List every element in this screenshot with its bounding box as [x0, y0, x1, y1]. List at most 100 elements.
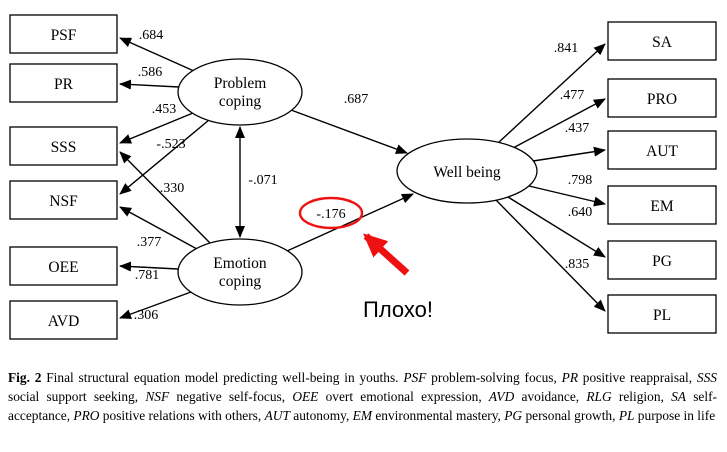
caption-segment: RLG: [586, 389, 612, 405]
caption-segment: NSF: [145, 389, 170, 405]
pro-label: PRO: [647, 91, 677, 108]
coef-emotion-oee: .781: [135, 268, 160, 283]
caption-segment: AUT: [264, 408, 290, 424]
box-oee: OEE: [9, 246, 118, 286]
caption-segment: PG: [504, 408, 523, 424]
coef-problem-wellbeing: .687: [344, 92, 369, 107]
arrow-problem-to-wellbeing: [290, 109, 408, 154]
coef-wellbeing-em: .798: [568, 173, 593, 188]
box-nsf: NSF: [9, 180, 118, 220]
coef-emotion-nsf: .377: [137, 235, 162, 250]
coef-wellbeing-pg: .640: [568, 205, 593, 220]
coef-wellbeing-aut: .437: [565, 121, 590, 136]
avd-label: AVD: [48, 313, 80, 330]
coef-wellbeing-pl: .835: [565, 257, 590, 272]
caption-segment: self-acceptance,: [8, 389, 717, 424]
coef-problem-nsf: -.523: [156, 137, 185, 152]
coef-emotion-avd: .306: [134, 308, 159, 323]
coef-wellbeing-sa: .841: [554, 41, 579, 56]
sa-box: [607, 21, 717, 61]
caption-segment: avoidance,: [514, 389, 587, 405]
em-box: [607, 185, 717, 225]
arrow-emotion-to-avd: [119, 291, 192, 319]
problem-coping-label-line1: Problem: [214, 75, 267, 92]
arrow-wellbeing-to-pl: [495, 199, 606, 312]
oee-label: OEE: [48, 259, 78, 276]
arrow-problem-to-pr: [119, 79, 180, 90]
caption-segment: problem-solving focus,: [426, 370, 562, 385]
caption-segment: SSS: [696, 370, 717, 385]
coef-wellbeing-pro: .477: [560, 88, 585, 103]
aut-label: AUT: [646, 143, 678, 160]
box-pr: PR: [9, 63, 118, 103]
figure-panel: PSF PR SSS NSF OEE AVD SA PRO AUT EM PG: [9, 14, 717, 340]
caption-segment: social support seeking,: [8, 389, 146, 405]
annotation-highlight-ellipse: [298, 196, 364, 230]
caption-segment: negative self-focus,: [169, 389, 293, 405]
oee-box: [9, 246, 118, 286]
box-pro: PRO: [607, 78, 717, 118]
arrow-problem-to-nsf: [119, 119, 210, 195]
aut-box: [607, 130, 717, 170]
pr-label: PR: [54, 76, 74, 93]
arrow-wellbeing-to-em: [528, 185, 606, 207]
caption-segment: SA: [671, 389, 686, 405]
arrow-emotion-to-wellbeing: [286, 193, 414, 252]
arrow-problem-to-sss: [119, 112, 194, 144]
well-being-label: Well being: [433, 164, 500, 181]
sa-label: SA: [652, 34, 673, 51]
caption-segment: purpose in life: [634, 408, 716, 424]
coef-problem-emotion-covariance: -.071: [248, 173, 277, 188]
pro-box: [607, 78, 717, 118]
pl-label: PL: [653, 307, 671, 324]
box-psf: PSF: [9, 14, 118, 54]
caption-segment: Final structural equation model predicti…: [41, 370, 404, 385]
well-being-ellipse: [396, 138, 538, 204]
emotion-coping-label-line1: Emotion: [213, 255, 267, 272]
box-avd: AVD: [9, 300, 118, 340]
box-pg: PG: [607, 240, 717, 280]
pg-label: PG: [652, 253, 672, 270]
caption-segment: positive reappraisal,: [578, 370, 697, 385]
box-sss: SSS: [9, 126, 118, 166]
caption-segment: Fig. 2: [8, 370, 42, 385]
annotation-overlay: Плохо!: [298, 196, 433, 322]
coef-emotion-sss: .330: [160, 181, 185, 196]
psf-label: PSF: [51, 27, 77, 44]
caption-segment: religion,: [611, 389, 672, 405]
box-sa: SA: [607, 21, 717, 61]
latent-problem-coping: Problem coping: [177, 58, 303, 126]
arrow-problem-to-psf: [119, 37, 195, 72]
caption-segment: overt emotional expression,: [318, 389, 489, 405]
coef-problem-pr: .586: [138, 65, 163, 80]
sss-label: SSS: [51, 139, 77, 156]
caption-segment: PL: [618, 408, 635, 424]
emotion-coping-label-line2: coping: [219, 273, 261, 290]
box-em: EM: [607, 185, 717, 225]
pg-box: [607, 240, 717, 280]
caption-segment: environmental mastery,: [371, 408, 505, 424]
caption-segment: EM: [352, 408, 372, 424]
caption-segment: PSF: [403, 370, 427, 385]
arrow-wellbeing-to-aut: [532, 146, 606, 162]
emotion-coping-ellipse: [177, 238, 303, 306]
sss-box: [9, 126, 118, 166]
caption-segment: autonomy,: [289, 408, 353, 424]
caption-segment: PR: [561, 370, 578, 385]
nsf-label: NSF: [49, 193, 78, 210]
latent-emotion-coping: Emotion coping: [177, 238, 303, 306]
avd-box: [9, 300, 118, 340]
box-pl: PL: [607, 294, 717, 334]
caption-segment: positive relations with others,: [99, 408, 265, 424]
caption-segment: OEE: [292, 389, 319, 405]
pr-box: [9, 63, 118, 103]
nsf-box: [9, 180, 118, 220]
coef-problem-sss: .453: [152, 102, 177, 117]
caption-segment: personal growth,: [522, 408, 619, 424]
caption-segment: AVD: [488, 389, 515, 405]
box-aut: AUT: [607, 130, 717, 170]
pl-box: [607, 294, 717, 334]
sem-diagram: PSF PR SSS NSF OEE AVD SA PRO AUT EM PG: [9, 14, 717, 340]
figure-caption: Fig. 2 Final structural equation model p…: [0, 360, 727, 425]
em-label: EM: [650, 198, 673, 215]
